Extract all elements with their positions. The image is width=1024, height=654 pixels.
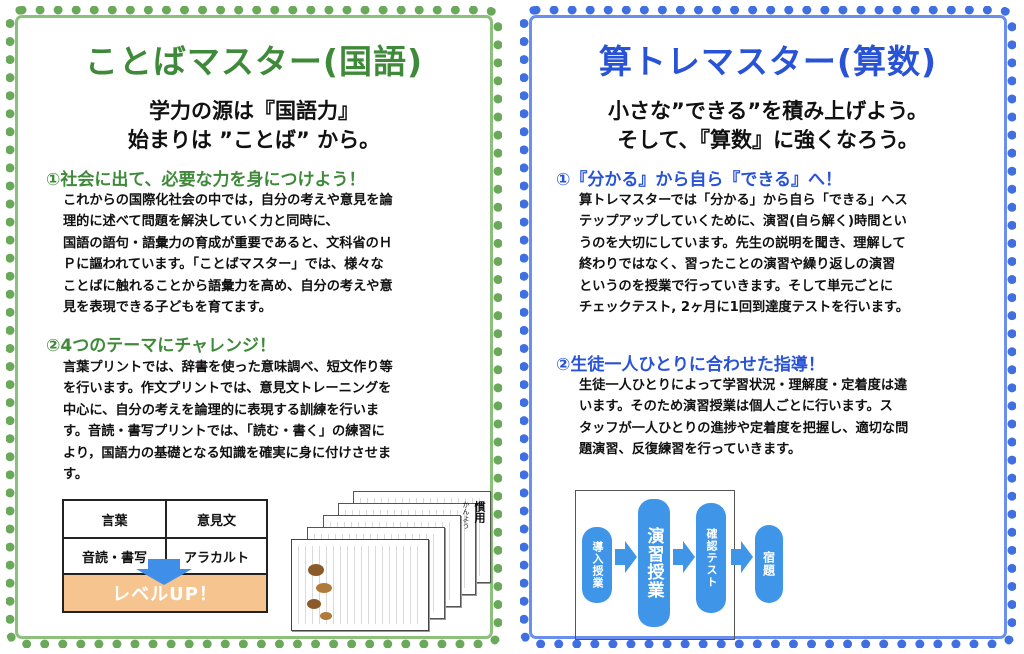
lesson-flow-diagram: 導入授業 演習授業 確認テスト — [575, 490, 735, 640]
kotoba-lead: 学力の源は『国語力』 始まりは ”ことば” から。 — [15, 97, 493, 155]
theme-cell-ikenbun: 意見文 — [196, 513, 236, 529]
santore-master-panel: 算トレマスター(算数) 小さな”できる”を積み上げよう。 そして、『算数』に強く… — [520, 6, 1016, 648]
kotoba-section2-body: 言葉プリントでは、辞書を使った意味調べ、短文作り等 を行います。作文プリントでは… — [63, 357, 393, 485]
text-line: 中心に、自分の考えを論理的に表現する訓練を行いま — [63, 402, 380, 418]
worksheet-title: 慣用 — [473, 501, 486, 523]
text-line: うのを大切にしています。先生の説明を聞き、理解して — [579, 235, 906, 251]
text-line: より，国語力の基礎となる知識を確実に身に付けさせま — [63, 445, 392, 461]
kotoba-section1-body: これからの国際化社会の中では，自分の考えや意見を論 理的に述べて問題を解決してい… — [63, 190, 393, 318]
text-line: Ｐに謳われています。「ことばマスター」では、様々な — [63, 257, 384, 273]
santore-section2-heading: ②生徒一人ひとりに合わせた指導！ — [556, 355, 825, 375]
level-up-table: 言葉 意見文 音読・書写 アラカルト レベルUP！ — [62, 499, 268, 615]
theme-cell-kotoba: 言葉 — [101, 513, 128, 529]
animal-illustration-icon — [307, 564, 332, 620]
worksheet-kana: かんよう — [462, 501, 470, 529]
text-line: タッフが一人ひとりの進捗や定着度を把握し、適切な問 — [579, 420, 909, 436]
theme-cell-ondoku: 音読・書写 — [81, 550, 147, 566]
text-line: す。音読・書写プリントでは、「読む・書く」の練習に — [63, 424, 385, 440]
kotoba-lead-line2: 始まりは ”ことば” から。 — [127, 128, 381, 152]
flow-step-shukudai: 宿題 — [755, 525, 783, 603]
text-line: 題演習、反復練習を行っていきます。 — [579, 442, 802, 458]
santore-section2-body: 生徒一人ひとりによって学習状況・理解度・定着度は違 います。そのため演習授業は個… — [579, 375, 908, 461]
santore-lead-line1: 小さな”できる”を積み上げよう。 — [608, 99, 928, 123]
text-line: 言葉プリントでは、辞書を使った意味調べ、短文作り等 — [63, 360, 393, 375]
santore-title: 算トレマスター(算数) — [598, 42, 938, 81]
text-line: これからの国際化社会の中では，自分の考えや意見を論 — [63, 193, 393, 208]
text-line: テップアップしていくために、演習(自ら解く)時間とい — [579, 214, 907, 230]
kotoba-section2-heading: ②4つのテーマにチャレンジ！ — [46, 336, 277, 356]
text-line: というのを授業で行っていきます。そして単元ごとに — [579, 278, 894, 294]
right-arrow-icon — [731, 541, 753, 573]
kotoba-title: ことばマスター(国語) — [84, 42, 424, 81]
text-line: 見を表現できる子どもを育てます。 — [63, 300, 272, 316]
down-arrow-icon — [136, 559, 192, 585]
text-line: います。そのため演習授業は個人ごとに行います。ス — [579, 399, 893, 415]
text-line: 国語の語句・語彙力の育成が重要であると、文科省のＨ — [63, 235, 393, 251]
santore-lead-line2: そして、『算数』に強くなろう。 — [617, 128, 919, 152]
right-arrow-icon — [673, 541, 695, 573]
right-arrow-icon — [615, 541, 637, 573]
kotoba-lead-line1: 学力の源は『国語力』 — [149, 99, 359, 123]
text-line: を行います。作文プリントでは、意見文トレーニングを — [63, 381, 392, 397]
text-line: チェックテスト, 2ヶ月に1回到達度テストを行います。 — [579, 300, 909, 316]
text-line: 生徒一人ひとりによって学習状況・理解度・定着度は違 — [579, 378, 908, 393]
worksheet-stack: 慣用 かんよう — [283, 491, 493, 631]
theme-cell-alacarte: アラカルト — [183, 550, 249, 566]
kotoba-section1-heading: ①社会に出て、必要な力を身につけよう！ — [46, 170, 366, 190]
flow-step-kakunin: 確認テスト — [696, 503, 726, 613]
text-line: ことばに触れることから語彙力を高め、自分の考えや意 — [63, 278, 393, 294]
flow-step-enshu: 演習授業 — [638, 499, 670, 627]
text-line: 理的に述べて問題を解決していく力と同時に、 — [63, 214, 339, 230]
santore-section1-body: 算トレマスターでは「分かる」から自ら「できる」へス テップアップしていくために、… — [579, 190, 909, 318]
grid-divider — [64, 537, 266, 539]
santore-section1-heading: ①『分かる』から自ら『できる』へ！ — [556, 170, 843, 190]
text-line: す。 — [63, 467, 89, 483]
flow-step-dounyu: 導入授業 — [582, 527, 612, 603]
kotoba-master-panel: ことばマスター(国語) 学力の源は『国語力』 始まりは ”ことば” から。 ①社… — [6, 6, 502, 648]
santore-lead: 小さな”できる”を積み上げよう。 そして、『算数』に強くなろう。 — [529, 97, 1007, 155]
text-line: 算トレマスターでは「分かる」から自ら「できる」へス — [579, 193, 908, 208]
text-line: 終わりではなく、習ったことの演習や繰り返しの演習 — [579, 257, 896, 273]
worksheet-title-area: 慣用 かんよう — [355, 493, 493, 585]
worksheet-page — [291, 539, 429, 631]
